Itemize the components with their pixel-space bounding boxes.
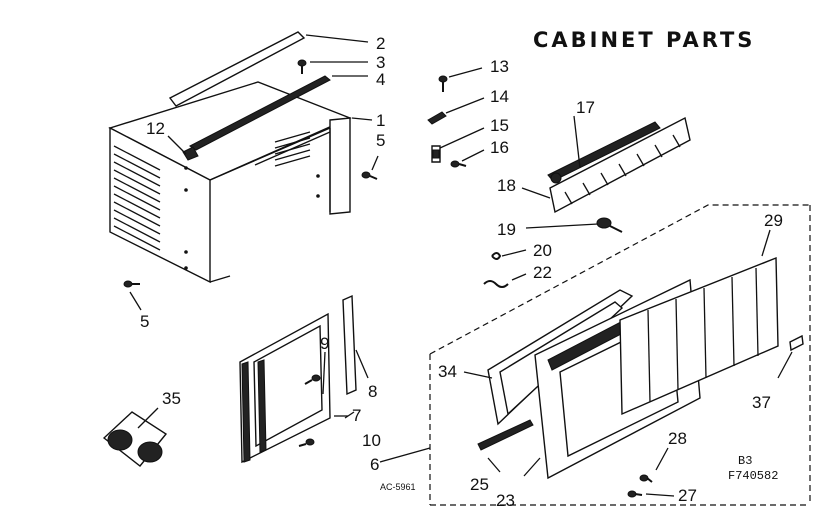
callout-27: 27 (678, 486, 697, 505)
top-rail-rod (168, 31, 306, 107)
label-plate-37 (789, 334, 804, 352)
callout-25: 25 (470, 475, 489, 494)
screw-27-icon (627, 490, 643, 498)
callout-13: 13 (490, 57, 509, 76)
screw-16-icon (450, 160, 467, 168)
callout-6: 6 (370, 455, 379, 474)
callout-22: 22 (533, 263, 552, 282)
callout-4: 4 (376, 70, 385, 89)
side-curtain-panel (619, 256, 779, 416)
callout-5-left: 5 (140, 312, 149, 331)
callout-35: 35 (162, 389, 181, 408)
callout-1: 1 (376, 111, 385, 130)
callout-19: 19 (497, 220, 516, 239)
callout-18: 18 (497, 176, 516, 195)
clip-14-icon (427, 111, 447, 125)
callout-14: 14 (490, 87, 509, 106)
callout-labels: 2 3 4 1 5 12 5 13 14 15 16 17 18 19 20 2… (140, 34, 783, 510)
screw-28-icon (639, 474, 653, 483)
screw-13-icon (438, 75, 448, 92)
callout-7: 7 (352, 406, 361, 425)
callout-15: 15 (490, 116, 509, 135)
callout-10: 10 (362, 431, 381, 450)
diagram-title: CABINET PARTS (533, 28, 755, 52)
louvre-assembly (547, 116, 691, 214)
seal-strip-25 (477, 419, 534, 451)
side-panel-assembly (239, 312, 331, 464)
drawing-code: AC-5961 (380, 482, 416, 492)
callout-17: 17 (576, 98, 595, 117)
front-angle (182, 146, 199, 161)
fastener-19-icon (596, 217, 623, 233)
callout-3: 3 (376, 53, 385, 72)
cabinet-shell (108, 81, 352, 284)
part-number: F740582 (728, 469, 778, 483)
drain-fitting-35 (102, 411, 168, 467)
callout-34: 34 (438, 362, 457, 381)
callout-5-right: 5 (376, 131, 385, 150)
bracket-15-icon (431, 145, 441, 163)
callout-12: 12 (146, 119, 165, 138)
clip-20-icon (491, 252, 502, 260)
callout-28: 28 (668, 429, 687, 448)
screw-5-right-icon (361, 171, 378, 180)
callout-29: 29 (764, 211, 783, 230)
accessory-kit-outline (429, 204, 811, 506)
callout-8: 8 (368, 382, 377, 401)
callout-20: 20 (533, 241, 552, 260)
callout-23: 23 (496, 491, 515, 510)
screw-5-left-icon (123, 280, 140, 288)
callout-9: 9 (320, 334, 329, 353)
callout-2: 2 (376, 34, 385, 53)
leader-lines (129, 34, 793, 497)
wire-22-icon (483, 280, 509, 288)
callout-16: 16 (490, 138, 509, 157)
side-strip-8 (342, 294, 357, 396)
model-code: B3 (738, 454, 752, 468)
screw-3-icon (297, 59, 307, 74)
callout-37: 37 (752, 393, 771, 412)
screw-10-icon (298, 438, 315, 447)
screw-9-icon (304, 374, 321, 385)
